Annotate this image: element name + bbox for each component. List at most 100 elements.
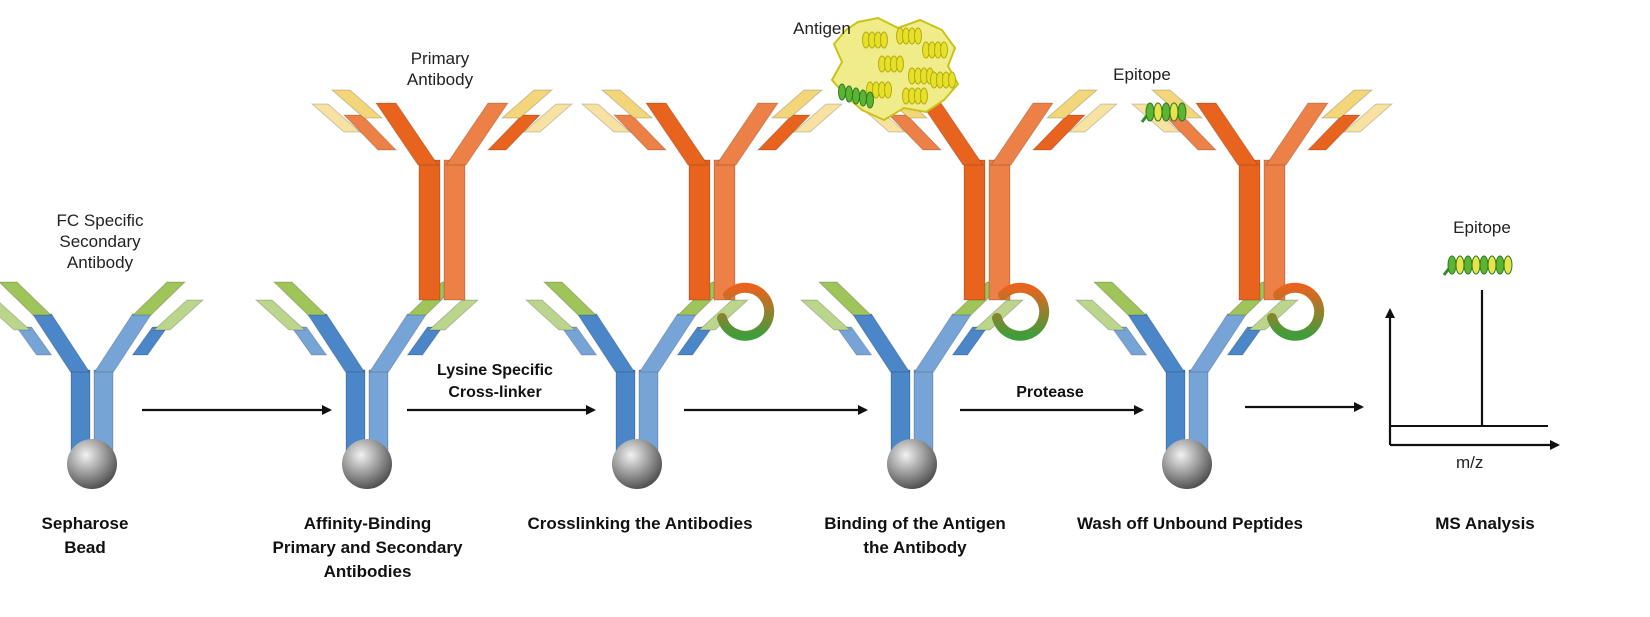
antigen-helix-turn bbox=[896, 55, 904, 73]
epitope-ms-icon bbox=[1442, 255, 1513, 276]
step-caption-6: MS Analysis bbox=[1435, 514, 1535, 533]
helix-turn bbox=[1463, 255, 1473, 275]
inner-arm-left bbox=[1126, 313, 1186, 373]
tip-left-b bbox=[580, 103, 632, 133]
fc-secondary-antibody-label: FC Specific Secondary Antibody bbox=[56, 211, 144, 272]
sepharose-bead-icon bbox=[67, 439, 117, 489]
helix-turn bbox=[1447, 255, 1457, 275]
crosslinker-label: Lysine Specific Cross-linker bbox=[437, 362, 553, 401]
helix-turn bbox=[1169, 102, 1179, 122]
helix-turn bbox=[1471, 255, 1481, 275]
helix-turn bbox=[1177, 102, 1187, 122]
stem-right bbox=[443, 159, 466, 301]
tip-left-a bbox=[330, 89, 384, 119]
sepharose-bead-icon bbox=[887, 439, 937, 489]
antigen-epitope-turn bbox=[852, 87, 860, 105]
heavy-right bbox=[756, 114, 812, 151]
inner-arm-left bbox=[31, 313, 91, 373]
primary-antibody-label: Primary Antibody bbox=[406, 49, 474, 89]
tip-left-a bbox=[0, 281, 53, 316]
tip-left-b bbox=[1074, 299, 1127, 331]
helix-turn bbox=[1479, 255, 1489, 275]
crosslinker-loop-5 bbox=[1267, 282, 1325, 341]
antigen-helix-turn bbox=[884, 81, 892, 99]
tip-left-a bbox=[1092, 281, 1148, 316]
primary-antibody-5 bbox=[1130, 89, 1394, 301]
step-caption-1: Sepharose Bead bbox=[41, 514, 129, 557]
antigen-epitope-turn bbox=[845, 85, 853, 103]
antigen-epitope-turn bbox=[838, 83, 846, 101]
heavy-right bbox=[1306, 114, 1362, 151]
primary-antibody-3 bbox=[580, 89, 844, 301]
crosslink-arc bbox=[1267, 282, 1325, 341]
antigen-helix-turn bbox=[940, 41, 948, 59]
outer-arm-left bbox=[15, 326, 53, 356]
inner-arm-left bbox=[1195, 102, 1259, 166]
protease-label: Protease bbox=[1016, 384, 1084, 401]
inner-arm-left bbox=[375, 102, 439, 166]
tip-left-a bbox=[272, 281, 328, 316]
helix-turn bbox=[1503, 255, 1513, 275]
tip-right-b bbox=[152, 299, 205, 331]
step-caption-2: Affinity-Binding Primary and Secondary A… bbox=[272, 514, 463, 581]
tip-right-b bbox=[522, 103, 574, 133]
stem-left bbox=[963, 159, 986, 301]
tip-left-b bbox=[524, 299, 577, 331]
tip-right-a bbox=[770, 89, 824, 119]
helix-turn bbox=[1145, 102, 1155, 122]
epitope-bound-icon bbox=[1140, 102, 1187, 123]
secondary-antibody-1 bbox=[0, 281, 205, 489]
sepharose-bead-icon bbox=[1162, 439, 1212, 489]
tip-right-a bbox=[500, 89, 554, 119]
crosslink-arc bbox=[992, 282, 1050, 341]
tip-left-a bbox=[1150, 89, 1204, 119]
ms-spectrum bbox=[1385, 290, 1560, 450]
tip-left-b bbox=[310, 103, 362, 133]
step-caption-3: Crosslinking the Antibodies bbox=[527, 514, 753, 533]
tip-right-b bbox=[1067, 103, 1119, 133]
antigen-epitope-turn bbox=[866, 91, 874, 109]
tip-left-b bbox=[0, 302, 32, 331]
mz-axis-label: m/z bbox=[1456, 453, 1484, 472]
antigen-helix-turn bbox=[880, 31, 888, 49]
antigen-protein-icon bbox=[830, 16, 960, 122]
crosslink-arc bbox=[717, 282, 775, 341]
inner-arm-right bbox=[445, 102, 509, 166]
helix-turn bbox=[1153, 102, 1163, 122]
outer-arm-left bbox=[560, 326, 598, 356]
helix-turn bbox=[1455, 255, 1465, 275]
antigen-helix-turn bbox=[920, 87, 928, 105]
primary-antibody-4 bbox=[855, 89, 1119, 301]
tip-left-b bbox=[254, 299, 307, 331]
sepharose-bead-icon bbox=[612, 439, 662, 489]
sepharose-bead-icon bbox=[342, 439, 392, 489]
crosslinker-loop-3 bbox=[717, 282, 775, 341]
tip-right-b bbox=[427, 299, 480, 331]
inner-arm-left bbox=[920, 102, 984, 166]
stem-right bbox=[713, 159, 736, 301]
outer-arm-left bbox=[835, 326, 873, 356]
inner-arm-right bbox=[1265, 102, 1329, 166]
tip-left-a bbox=[817, 281, 873, 316]
inner-arm-left bbox=[851, 313, 911, 373]
antigen-label: Antigen bbox=[793, 19, 851, 38]
inner-arm-left bbox=[576, 313, 636, 373]
step-caption-4: Binding of the Antigen the Antibody bbox=[824, 514, 1006, 557]
helix-turn bbox=[1161, 102, 1171, 122]
tip-left-a bbox=[542, 281, 598, 316]
epitope-ms-label: Epitope bbox=[1453, 218, 1511, 237]
inner-arm-left bbox=[306, 313, 366, 373]
outer-arm-left bbox=[290, 326, 328, 356]
antigen-helix-turn bbox=[948, 71, 956, 89]
epitope-label: Epitope bbox=[1113, 65, 1171, 84]
stem-right bbox=[1263, 159, 1286, 301]
inner-arm-left bbox=[645, 102, 709, 166]
tip-right-a bbox=[1045, 89, 1099, 119]
helix-turn bbox=[1495, 255, 1505, 275]
tip-right-a bbox=[1320, 89, 1374, 119]
tip-right-b bbox=[792, 103, 844, 133]
tip-right-a bbox=[131, 281, 187, 316]
inner-arm-right bbox=[715, 102, 779, 166]
